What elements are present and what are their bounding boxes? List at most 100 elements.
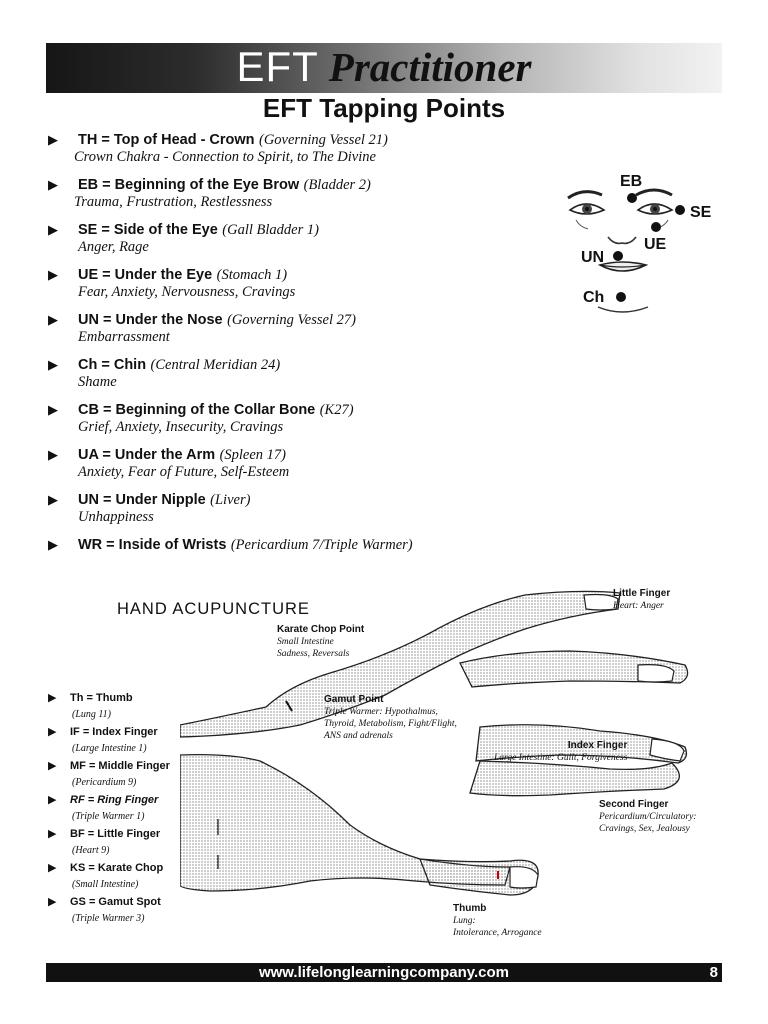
point-name: Ch = Chin	[78, 357, 147, 373]
eb-point-dot	[627, 193, 637, 203]
bullet-arrow-icon: ▶	[48, 726, 57, 738]
tapping-point: ▶ TH = Top of Head - Crown (Governing Ve…	[48, 130, 548, 175]
ring-fingernail	[637, 664, 675, 683]
left-cheek-line	[575, 219, 589, 230]
tapping-point: ▶ UN = Under the Nose (Governing Vessel …	[48, 310, 548, 355]
point-name: UA = Under the Arm	[78, 447, 216, 463]
bullet-arrow-icon: ▶	[48, 447, 58, 462]
ue-label: UE	[644, 236, 667, 253]
tapping-point: ▶ UN = Under Nipple (Liver) Unhappiness	[48, 490, 548, 535]
annotation-detail: Heart: Anger	[613, 601, 664, 611]
hand-point-meridian: (Lung 11)	[72, 709, 111, 720]
un-point-dot	[613, 251, 623, 261]
point-name: CB = Beginning of the Collar Bone	[78, 402, 316, 418]
annotation-detail: Sadness, Reversals	[277, 649, 350, 659]
tapping-point: ▶ WR = Inside of Wrists (Pericardium 7/T…	[48, 535, 548, 580]
un-label: UN	[581, 249, 604, 266]
hand-point-meridian: (Triple Warmer 3)	[72, 913, 145, 924]
point-meridian: (Stomach 1)	[216, 267, 288, 283]
index-fingernail	[649, 738, 685, 762]
little-fingernail	[583, 593, 619, 611]
tapping-point: ▶ SE = Side of the Eye (Gall Bladder 1) …	[48, 220, 548, 265]
hand-point-label: MF = Middle Finger	[70, 760, 170, 772]
ch-point-dot	[616, 292, 626, 302]
second-finger-outline	[469, 760, 680, 797]
point-meridian: (Spleen 17)	[219, 447, 286, 463]
hand-acupuncture-title: HAND ACUPUNCTURE	[117, 600, 310, 618]
chin-line	[597, 306, 649, 313]
point-name: WR = Inside of Wrists	[78, 537, 227, 553]
annotation-detail: Lung:	[453, 916, 476, 926]
tapping-point: ▶ Ch = Chin (Central Meridian 24) Shame	[48, 355, 548, 400]
thumbnail	[509, 866, 539, 889]
hand-point-label: GS = Gamut Spot	[70, 896, 161, 908]
annotation-detail: Cravings, Sex, Jealousy	[599, 824, 690, 834]
gamut-point-marker	[285, 700, 293, 712]
karate-chop-annotation: Karate Chop Point Small Intestine Sadnes…	[277, 623, 364, 660]
annotation-detail: Triple Warmer: Hypothalmus,	[324, 707, 438, 717]
point-meridian: (Pericardium 7/Triple Warmer)	[230, 537, 413, 553]
annotation-title: Second Finger	[599, 799, 669, 810]
footer-bar: www.lifelonglearningcompany.com 8	[46, 963, 722, 982]
annotation-title: Thumb	[453, 903, 487, 914]
header-practitioner: Practitioner	[328, 44, 532, 90]
bullet-arrow-icon: ▶	[48, 760, 57, 772]
hand-point-label: RF = Ring Finger	[70, 794, 159, 806]
point-name: TH = Top of Head - Crown	[78, 132, 255, 148]
bullet-arrow-icon: ▶	[48, 357, 58, 372]
little-finger-annotation: Little Finger Heart: Anger	[613, 587, 670, 612]
annotation-detail: Pericardium/Circulatory:	[599, 812, 697, 822]
left-eye	[568, 203, 606, 215]
bullet-arrow-icon: ▶	[48, 537, 58, 552]
hand-point-meridian: (Small Intestine)	[72, 879, 139, 890]
point-name: SE = Side of the Eye	[78, 222, 218, 238]
bullet-arrow-icon: ▶	[48, 312, 58, 327]
face-diagram: EB SE UE UN Ch	[567, 173, 712, 313]
bullet-arrow-icon: ▶	[48, 794, 57, 806]
eb-label: EB	[620, 173, 642, 190]
annotation-detail: ANS and adrenals	[324, 731, 393, 741]
annotation-detail: Thyroid, Metabolism, Fight/Flight,	[324, 719, 457, 729]
point-emotion: Crown Chakra - Connection to Spirit, to …	[74, 149, 376, 165]
point-meridian: (Governing Vessel 21)	[259, 132, 388, 148]
bullet-arrow-icon: ▶	[48, 492, 58, 507]
right-eye	[636, 203, 674, 215]
point-emotion: Anger, Rage	[78, 239, 149, 255]
hand-point-meridian: (Triple Warmer 1)	[72, 811, 145, 822]
bullet-arrow-icon: ▶	[48, 177, 58, 192]
bullet-arrow-icon: ▶	[48, 862, 57, 874]
point-meridian: (Governing Vessel 27)	[227, 312, 356, 328]
page-number: 8	[709, 964, 718, 981]
point-meridian: (Liver)	[210, 492, 251, 508]
hand-point-label: KS = Karate Chop	[70, 862, 164, 874]
point-emotion: Grief, Anxiety, Insecurity, Cravings	[78, 419, 284, 435]
annotation-title: Index Finger	[567, 740, 628, 751]
bullet-arrow-icon: ▶	[48, 692, 57, 704]
tapping-point: ▶ EB = Beginning of the Eye Brow (Bladde…	[48, 175, 548, 220]
annotation-title: Karate Chop Point	[277, 624, 365, 635]
tapping-point: ▶ UE = Under the Eye (Stomach 1) Fear, A…	[48, 265, 548, 310]
annotation-title: Gamut Point	[324, 694, 384, 705]
thumb-annotation: Thumb Lung: Intolerance, Arrogance	[453, 902, 542, 939]
point-emotion: Fear, Anxiety, Nervousness, Cravings	[78, 284, 296, 300]
point-emotion: Anxiety, Fear of Future, Self-Esteem	[78, 464, 290, 480]
bullet-arrow-icon: ▶	[48, 132, 58, 147]
point-emotion: Embarrassment	[78, 329, 170, 345]
bullet-arrow-icon: ▶	[48, 896, 57, 908]
annotation-detail: Large Intestine: Guilt, Forgiveness	[494, 753, 628, 763]
se-point-dot	[675, 205, 685, 215]
left-eyebrow	[567, 190, 603, 200]
point-name: UN = Under Nipple	[78, 492, 206, 508]
right-eyebrow	[635, 188, 673, 197]
index-finger-outline	[475, 724, 688, 764]
point-name: UN = Under the Nose	[78, 312, 223, 328]
annotation-detail: Small Intestine	[277, 637, 334, 647]
second-finger-annotation: Second Finger Pericardium/Circulatory: C…	[599, 798, 696, 835]
point-meridian: (K27)	[319, 402, 354, 418]
page-subtitle: EFT Tapping Points	[262, 93, 506, 123]
point-name: EB = Beginning of the Eye Brow	[78, 177, 300, 193]
se-label: SE	[690, 204, 712, 221]
ue-point-dot	[651, 222, 661, 232]
hand-point-meridian: (Heart 9)	[72, 845, 110, 856]
footer-url-link[interactable]: www.lifelonglearningcompany.com	[258, 964, 510, 981]
